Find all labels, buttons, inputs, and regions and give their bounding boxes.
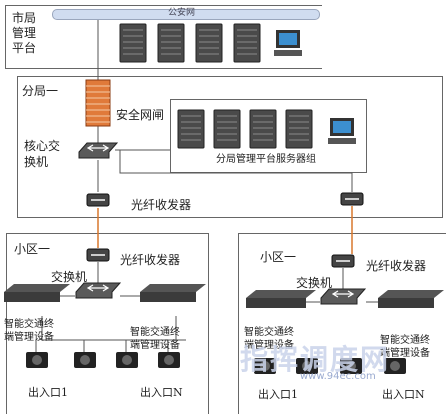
zone-left-camera-0 <box>26 352 48 368</box>
zone-left-device-right-label: 智能交通终 端管理设备 <box>130 327 180 351</box>
zone-left-entrance-n: 出入口N <box>140 386 183 399</box>
city-server-0 <box>119 23 147 63</box>
network-label: 公安网 <box>168 8 196 18</box>
zone-right-switch-icon <box>320 288 367 305</box>
zone-right-entrance-1: 出入口1 <box>258 388 298 401</box>
zone-right-switch-label: 交换机 <box>296 276 333 290</box>
zone-right-camera-0 <box>254 358 276 374</box>
city-platform-label: 市局 管理 平台 <box>12 11 37 55</box>
city-server-1 <box>157 23 185 63</box>
zone-left-label: 小区一 <box>14 242 51 256</box>
link-left-cameras-bus <box>41 316 186 341</box>
branch-server-2 <box>249 109 277 149</box>
branch-right-transceiver-icon <box>340 192 364 206</box>
link-core-to-right-transceiver <box>119 150 353 192</box>
zone-left-switch-label: 交换机 <box>51 270 88 284</box>
watermark-url: www.94ec.com <box>300 371 376 382</box>
zone-right-entrance-n: 出入口N <box>382 388 425 401</box>
zone-left-camera-1 <box>74 352 96 368</box>
zone-right-transceiver-icon <box>331 254 355 268</box>
watermark-text: 指挥调度网 <box>240 343 391 376</box>
zone-right-device-a <box>246 290 316 308</box>
branch-server-1 <box>213 109 241 149</box>
city-server-2 <box>195 23 223 63</box>
firewall-label: 安全网闸 <box>116 108 165 122</box>
zone-left-transceiver-icon <box>86 248 110 262</box>
branch-transceiver-label: 光纤收发器 <box>131 198 192 212</box>
core-switch-label: 核心交 换机 <box>24 139 61 169</box>
zone-left-device-left-label: 智能交通终 端管理设备 <box>4 319 54 343</box>
firewall-icon <box>85 79 111 127</box>
zone-left-device-b <box>140 284 206 302</box>
zone-left-switch-icon <box>75 282 122 299</box>
city-workstation-pc <box>274 30 302 56</box>
core-switch-icon <box>78 142 119 159</box>
public-security-network-bus <box>52 9 320 20</box>
branch-left-transceiver-icon <box>86 193 110 207</box>
zone-left-transceiver-label: 光纤收发器 <box>120 253 181 267</box>
zone-left-entrance-1: 出入口1 <box>28 386 68 399</box>
city-server-3 <box>233 23 261 63</box>
zone-right-camera-3 <box>384 358 406 374</box>
zone-right-camera-1 <box>296 358 318 374</box>
zone-right-camera-2 <box>340 358 362 374</box>
branch-server-0 <box>177 109 205 149</box>
zone-left-device-a <box>4 284 70 302</box>
branch-workstation-pc <box>328 118 356 144</box>
branch-server-3 <box>285 109 313 149</box>
zone-left-camera-3 <box>158 352 180 368</box>
zone-right-device-b <box>378 290 444 308</box>
zone-right-label: 小区一 <box>260 250 297 264</box>
zone-left-camera-2 <box>116 352 138 368</box>
server-group-label: 分局管理平台服务器组 <box>216 154 316 165</box>
zone-right-device-left-label: 智能交通终 端管理设备 <box>244 327 294 351</box>
zone-left-region <box>6 233 209 414</box>
zone-right-device-right-label: 智能交通终 端管理设备 <box>380 335 430 359</box>
branch-label: 分局一 <box>22 84 59 98</box>
zone-right-transceiver-label: 光纤收发器 <box>366 259 427 273</box>
